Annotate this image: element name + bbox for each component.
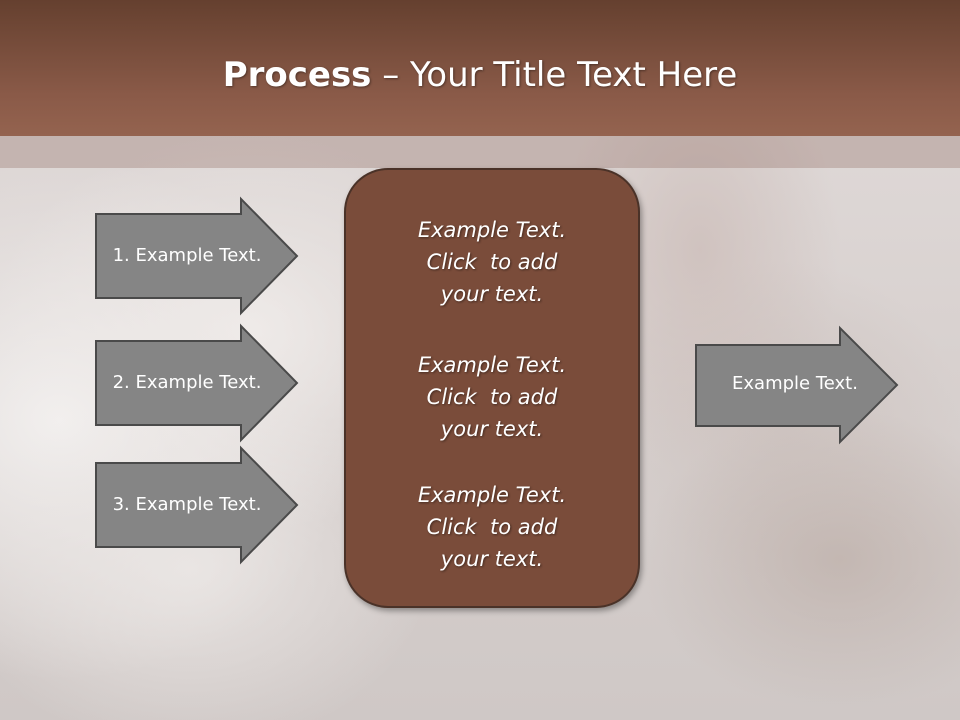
center-paragraph-1-line-2: Click to add (426, 250, 558, 274)
center-paragraph-1-line-3: your text. (440, 282, 544, 306)
title-rest: – Your Title Text Here (371, 55, 738, 95)
center-paragraph-2: Example Text. Click to add your text. (346, 349, 638, 445)
input-arrow-3[interactable]: 3. Example Text. (95, 445, 299, 565)
input-arrow-1-label: 1. Example Text. (113, 245, 262, 266)
center-paragraph-2-line-1: Example Text. (417, 353, 567, 377)
center-paragraph-3: Example Text. Click to add your text. (346, 479, 638, 575)
center-paragraph-1: Example Text. Click to add your text. (346, 214, 638, 310)
center-paragraph-2-line-2: Click to add (426, 385, 558, 409)
center-process-box[interactable]: Example Text. Click to add your text. Ex… (344, 168, 640, 608)
center-paragraph-3-line-1: Example Text. (417, 483, 567, 507)
center-paragraph-3-line-2: Click to add (426, 515, 558, 539)
center-paragraph-3-line-3: your text. (440, 547, 544, 571)
title-bold: Process (222, 55, 372, 95)
title-band (0, 0, 960, 136)
input-arrow-2-label: 2. Example Text. (113, 372, 262, 393)
input-arrow-1[interactable]: 1. Example Text. (95, 196, 299, 316)
title-sub-band (0, 136, 960, 168)
center-paragraph-2-line-3: your text. (440, 417, 544, 441)
output-arrow-label: Example Text. (732, 373, 858, 394)
center-paragraph-1-line-1: Example Text. (417, 218, 567, 242)
output-arrow[interactable]: Example Text. (695, 325, 899, 445)
slide-title[interactable]: Process – Your Title Text Here (0, 52, 960, 98)
input-arrow-2[interactable]: 2. Example Text. (95, 323, 299, 443)
input-arrow-3-label: 3. Example Text. (113, 494, 262, 515)
